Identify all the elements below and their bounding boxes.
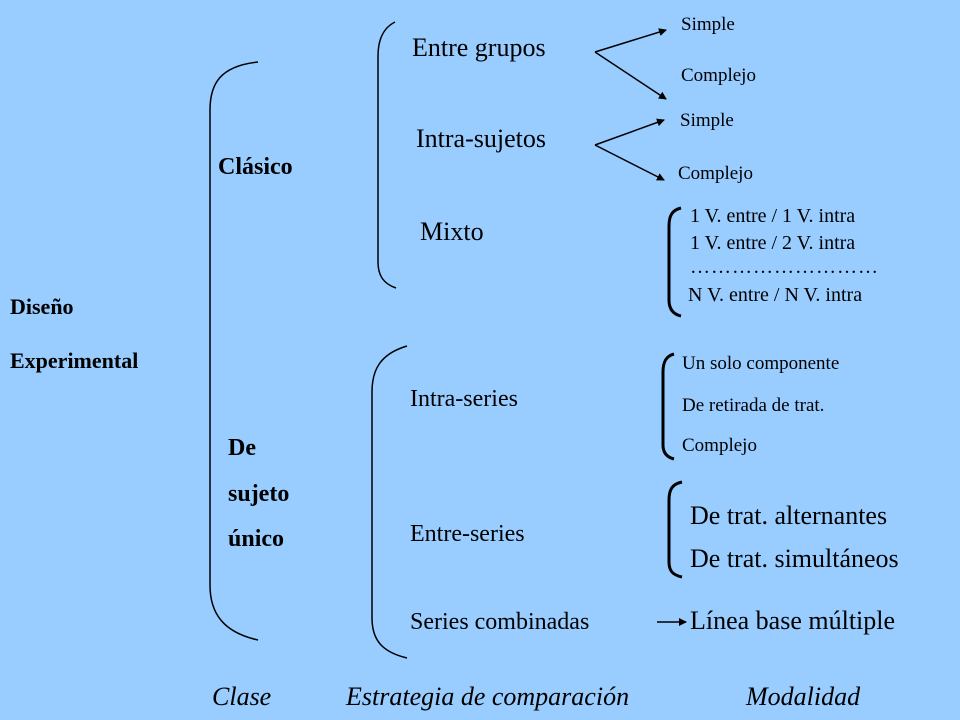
arrow-intra-simple [594, 118, 665, 146]
modalidad-mixto-2: 1 V. entre / 2 V. intra [690, 232, 856, 254]
estrategia-intra-series: Intra-series [410, 386, 518, 412]
bracket-mixto [667, 206, 682, 318]
estrategia-intra-sujetos: Intra-sujetos [416, 124, 546, 153]
modalidad-intra-simple: Simple [680, 110, 734, 131]
modalidad-mixto-dots: ……………………… [690, 256, 879, 278]
modalidad-intra-series-complejo: Complejo [682, 435, 757, 456]
modalidad-entre-simple: Simple [681, 14, 735, 35]
clase-de: De [228, 435, 256, 461]
clase-unico: único [228, 526, 285, 552]
arrow-entre-simple [594, 28, 667, 53]
footer-estrategia: Estrategia de comparación [346, 682, 630, 711]
clase-sujeto: sujeto [228, 481, 290, 507]
modalidad-mixto-1: 1 V. entre / 1 V. intra [690, 205, 856, 227]
modalidad-retirada: De retirada de trat. [682, 395, 825, 416]
bracket-intra-series [661, 352, 675, 461]
clase-clasico: Clásico [218, 154, 293, 180]
modalidad-entre-complejo: Complejo [681, 65, 756, 86]
estrategia-entre-series: Entre-series [410, 521, 525, 547]
arrow-intra-complejo [594, 144, 665, 181]
bracket-clasico [377, 21, 397, 289]
arrow-entre-complejo [594, 51, 667, 100]
bracket-clase [209, 61, 259, 641]
bracket-unico [371, 345, 408, 659]
footer-modalidad: Modalidad [746, 682, 861, 711]
estrategia-mixto: Mixto [420, 217, 484, 246]
estrategia-entre-grupos: Entre grupos [412, 33, 546, 62]
root-experimental: Experimental [10, 348, 139, 373]
root-diseno: Diseño [10, 294, 74, 319]
modalidad-linea-base: Línea base múltiple [690, 606, 896, 635]
bracket-entre-series [667, 480, 683, 579]
modalidad-mixto-n: N V. entre / N V. intra [688, 284, 863, 306]
modalidad-simultaneos: De trat. simultáneos [690, 544, 899, 573]
modalidad-alternantes: De trat. alternantes [690, 501, 888, 530]
footer-clase: Clase [212, 682, 272, 711]
modalidad-intra-complejo: Complejo [678, 163, 753, 184]
estrategia-series-combinadas: Series combinadas [410, 609, 590, 635]
modalidad-un-solo-componente: Un solo componente [682, 353, 840, 374]
